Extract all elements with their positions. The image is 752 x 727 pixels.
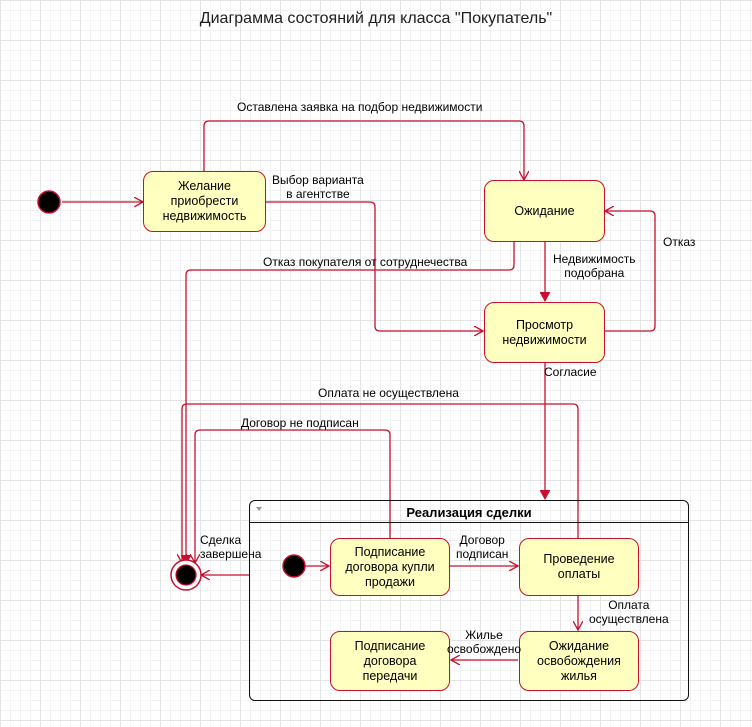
label-contract-signed: Договор подписан [456, 533, 509, 562]
collapse-triangle-icon[interactable] [256, 507, 262, 511]
state-waiting[interactable]: Ожидание [484, 180, 605, 242]
inner-initial-state [282, 554, 306, 578]
initial-state [37, 190, 61, 214]
label-payment-done: Оплата осуществлена [589, 598, 669, 627]
label-refusal-cooperation: Отказ покупателя от сотруднечества [263, 255, 468, 269]
transition-contract-not-signed [195, 429, 391, 563]
state-payment-label: Проведение оплаты [543, 552, 615, 581]
label-contract-not-signed: Договор не подписан [241, 416, 359, 430]
label-deal-completed: Сделка завершена [200, 533, 262, 562]
label-property-found: Недвижимость подобрана [553, 252, 636, 281]
transition-choice-in-agency [266, 201, 483, 331]
composite-divider [250, 522, 688, 523]
composite-state-title: Реализация сделки [406, 505, 532, 520]
state-viewing-label: Просмотр недвижимости [502, 317, 587, 347]
state-waiting-release-label: Ожидание освобождения жилья [537, 638, 621, 683]
label-choice-in-agency: Выбор варианта в агентстве [272, 173, 364, 202]
transition-refusal-cooperation [186, 242, 515, 564]
composite-state-deal[interactable]: Реализация сделки [249, 500, 689, 701]
state-desire-label: Желание приобрести недвижимость [162, 179, 247, 223]
state-contract[interactable]: Подписание договора купли продажи [330, 538, 450, 596]
state-transfer[interactable]: Подписание договора передачи [330, 631, 450, 691]
state-waiting-release[interactable]: Ожидание освобождения жилья [519, 631, 639, 691]
state-payment[interactable]: Проведение оплаты [519, 538, 639, 596]
label-request-left: Оставлена заявка на подбор недвижимости [237, 100, 483, 114]
state-transfer-label: Подписание договора передачи [354, 638, 426, 683]
transition-refusal [605, 211, 656, 332]
transition-payment-not-done [182, 403, 579, 563]
label-refusal: Отказ [663, 235, 696, 249]
state-contract-label: Подписание договора купли продажи [345, 544, 435, 589]
state-viewing[interactable]: Просмотр недвижимости [484, 302, 605, 363]
label-housing-released: Жилье освобождено [447, 628, 522, 657]
state-waiting-label: Ожидание [514, 203, 575, 218]
final-state-inner [175, 564, 197, 586]
transition-request-left [203, 120, 524, 180]
state-desire[interactable]: Желание приобрести недвижимость [143, 171, 266, 232]
diagram-title: Диаграмма состояний для класса "Покупате… [199, 10, 553, 27]
label-payment-not-done: Оплата не осуществлена [318, 386, 459, 400]
label-agreement: Согласие [544, 365, 597, 379]
